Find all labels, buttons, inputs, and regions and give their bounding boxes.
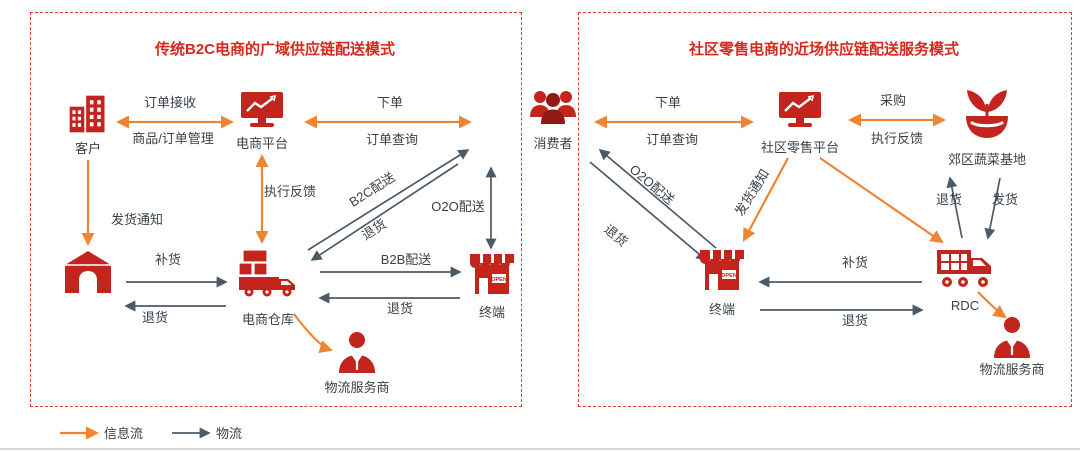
arrow-o2o-delivery-right xyxy=(598,148,717,249)
vegetable-base-sprout-icon xyxy=(960,88,1014,140)
label-consumer: 消费者 xyxy=(533,136,573,151)
right-panel-title: 社区零售电商的近场供应链配送服务模式 xyxy=(688,41,959,58)
label-product-order-mgmt: 商品/订单管理 xyxy=(132,131,214,146)
label-community-platform: 社区零售平台 xyxy=(760,140,840,155)
warehouse-house-icon xyxy=(64,250,112,294)
label-order-receive: 订单接收 xyxy=(143,95,197,110)
label-terminal-left: 终端 xyxy=(478,305,506,320)
label-ship: 发货 xyxy=(991,192,1019,207)
arrow-b2c-delivery xyxy=(307,149,470,251)
label-terminal-return-left: 退货 xyxy=(386,301,414,316)
label-order-query-right: 订单查询 xyxy=(645,132,699,147)
label-vegetable-base: 郊区蔬菜基地 xyxy=(947,152,1027,167)
arrow-base-return xyxy=(946,176,963,239)
label-terminal-return-right: 退货 xyxy=(841,313,869,328)
community-platform-monitor-icon xyxy=(776,90,824,132)
label-logistics-provider-left: 物流服务商 xyxy=(324,380,390,395)
label-procurement: 采购 xyxy=(879,93,907,108)
label-b2b-delivery: B2B配送 xyxy=(380,252,432,267)
terminal-storefront-icon-left xyxy=(468,252,516,298)
arrow-ship xyxy=(984,177,1001,240)
label-ship-notice-left: 发货通知 xyxy=(110,212,164,227)
arrow-consumer-return xyxy=(589,161,708,262)
logistics-provider-person-icon-left xyxy=(335,331,379,375)
arrow-ship-notice-rdc xyxy=(819,157,944,244)
label-o2o-delivery-left: O2O配送 xyxy=(431,199,485,214)
label-order-query-left: 订单查询 xyxy=(365,132,419,147)
label-logistics-provider-right: 物流服务商 xyxy=(979,362,1045,377)
bottom-divider xyxy=(0,448,1080,450)
left-panel xyxy=(30,12,522,407)
ecommerce-platform-monitor-icon xyxy=(238,90,286,132)
label-exec-feedback-left: 执行反馈 xyxy=(263,184,317,199)
label-place-order-left: 下单 xyxy=(376,95,404,110)
label-rdc: RDC xyxy=(950,298,980,313)
rdc-truck-icon xyxy=(935,244,995,290)
terminal-storefront-icon-right xyxy=(698,248,746,294)
label-replenish-right: 补货 xyxy=(841,255,869,270)
label-terminal-right: 终端 xyxy=(708,302,736,317)
consumers-icon xyxy=(529,84,577,130)
arrow-to-logistics-provider-right xyxy=(977,291,1007,319)
label-ecommerce-warehouse: 电商仓库 xyxy=(241,312,295,327)
arrow-ship-notice-terminal xyxy=(743,157,789,242)
label-exec-feedback-right: 执行反馈 xyxy=(870,131,924,146)
customer-building-icon xyxy=(66,92,110,136)
label-replenish-left: 补货 xyxy=(154,252,182,267)
label-base-return: 退货 xyxy=(935,192,963,207)
legend-info-flow-label: 信息流 xyxy=(104,426,144,441)
right-panel xyxy=(578,12,1072,407)
legend-logistics-flow-label: 物流 xyxy=(216,426,243,441)
logistics-provider-person-icon-right xyxy=(990,316,1034,360)
ecommerce-warehouse-truck-icon xyxy=(237,248,299,298)
arrow-to-logistics-provider-left xyxy=(293,313,333,353)
arrow-b2c-return xyxy=(310,163,459,261)
label-customer: 客户 xyxy=(74,141,102,156)
label-place-order-right: 下单 xyxy=(654,95,682,110)
label-ecommerce-platform: 电商平台 xyxy=(235,136,289,151)
label-warehouse-return: 退货 xyxy=(141,310,169,325)
left-panel-title: 传统B2C电商的广域供应链配送模式 xyxy=(154,41,395,58)
